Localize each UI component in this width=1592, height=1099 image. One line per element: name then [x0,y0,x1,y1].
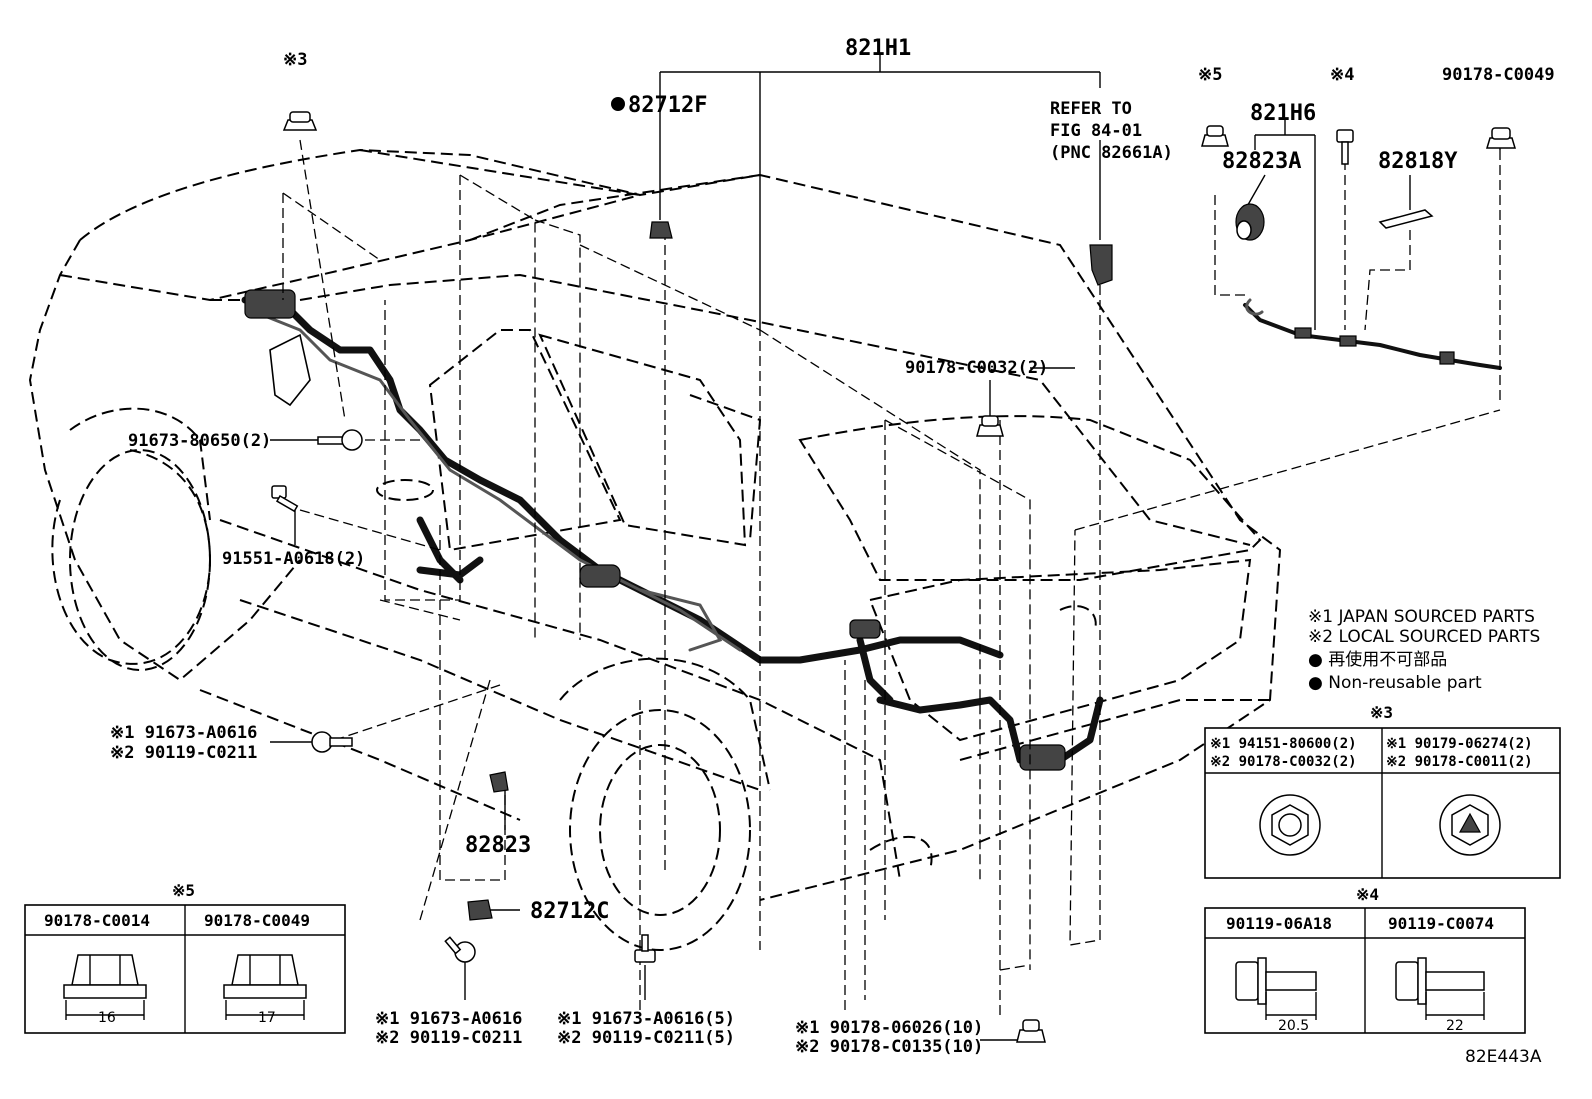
table4-dim1: 20.5 [1278,1018,1309,1034]
label-refer-2: FIG 84-01 [1050,121,1142,141]
protector-icon [1378,209,1434,229]
table5-col1: 90178-C0014 [44,911,150,930]
table-ref3: ※3 ※1 94151-80600(2) ※2 90178-C0032(2) ※… [1204,703,1561,879]
table5-col2: 90178-C0049 [204,911,310,930]
clip-icon [467,899,493,921]
grommet-icon [1235,203,1265,241]
table5-dim2: 17 [258,1010,276,1026]
label-bottom-b1: ※1 91673-A0616(5) [557,1009,735,1029]
non-reusable-dot-icon [611,97,625,111]
dashed-leader-lines [282,139,1501,1020]
table4-col1: 90119-06A18 [1226,914,1332,933]
table-ref5: ※5 90178-C0014 90178-C0049 16 17 [24,881,346,1034]
label-82712C: 82712C [530,899,609,924]
nut-icon [976,415,1004,437]
table5-ref: ※5 [172,881,195,900]
label-refer-3: (PNC 82661A) [1050,143,1173,163]
label-bottom-nut-2: ※2 90178-C0135(10) [795,1037,983,1057]
part-icons [271,97,1517,1043]
label-82823A: 82823A [1222,149,1301,174]
nut-icon [282,111,318,131]
label-ref3: ※3 [283,50,307,70]
bolt-icon [1395,957,1485,1020]
table4-ref: ※4 [1356,885,1379,904]
table3-right-1: ※1 90179-06274(2) [1386,736,1533,752]
table3-right-2: ※2 90178-C0011(2) [1386,754,1533,770]
solid-leaders [270,55,1501,1041]
label-bottom-b2: ※2 90119-C0211(5) [557,1028,735,1048]
label-90178-C0049: 90178-C0049 [1442,65,1555,85]
bolt-icon [317,429,363,451]
grommet-icon [489,771,509,793]
label-refer-1: REFER TO [1050,99,1132,119]
label-bottom-nut-1: ※1 90178-06026(10) [795,1018,983,1038]
label-left-bolt-1: ※1 91673-A0616 [110,723,257,743]
label-91673-80650: 91673-80650(2) [128,431,271,451]
legend-line-1: ※1 JAPAN SOURCED PARTS [1308,607,1535,627]
flange-nut-icon [223,954,307,1020]
legend-line-2: ※2 LOCAL SOURCED PARTS [1308,627,1540,647]
bolt-icon [1235,957,1317,1020]
label-821H6: 821H6 [1250,101,1316,126]
figure-code: 82E443A [1465,1047,1542,1067]
legend: ※1 JAPAN SOURCED PARTS ※2 LOCAL SOURCED … [1308,607,1540,693]
clip-nut-icon [1439,794,1501,856]
nut-icon [1485,127,1517,149]
label-ref4: ※4 [1330,65,1354,85]
legend-line-4: ● Non-reusable part [1308,673,1482,693]
label-bottom-a2: ※2 90119-C0211 [375,1028,522,1048]
label-821H1: 821H1 [845,36,911,61]
label-82823: 82823 [465,833,531,858]
bolt-icon [634,934,656,963]
nut-icon [1016,1019,1046,1043]
vehicle-outline [28,148,1282,951]
table3-left-1: ※1 94151-80600(2) [1210,736,1357,752]
table4-col2: 90119-C0074 [1388,914,1494,933]
table3-ref: ※3 [1370,703,1393,722]
table-ref4: ※4 90119-06A18 90119-C0074 20.5 22 [1204,885,1526,1034]
nut-icon [1201,125,1229,147]
table3-left-2: ※2 90178-C0032(2) [1210,754,1357,770]
flange-nut-icon [1259,794,1321,856]
table4-dim2: 22 [1446,1018,1464,1034]
bracket-icon [1089,244,1113,286]
label-90178-C0032: 90178-C0032(2) [905,358,1048,378]
table5-dim1: 16 [98,1010,116,1026]
label-82818Y: 82818Y [1378,149,1458,174]
sub-harness-821H6 [1243,298,1502,370]
clip-icon [649,221,673,239]
bolt-icon [444,936,476,963]
part-labels: 821H1 82712F REFER TO FIG 84-01 (PNC 826… [110,36,1555,1067]
label-91551-A0618: 91551-A0618(2) [222,549,365,569]
label-ref5: ※5 [1198,65,1222,85]
flange-nut-icon [63,954,147,1020]
label-82712F: 82712F [628,93,707,118]
legend-line-3: ● 再使用不可部品 [1308,649,1447,670]
label-left-bolt-2: ※2 90119-C0211 [110,743,257,763]
bolt-icon [1336,129,1354,165]
bolt-icon [311,731,353,753]
bolt-icon [271,485,299,513]
label-bottom-a1: ※1 91673-A0616 [375,1009,522,1029]
